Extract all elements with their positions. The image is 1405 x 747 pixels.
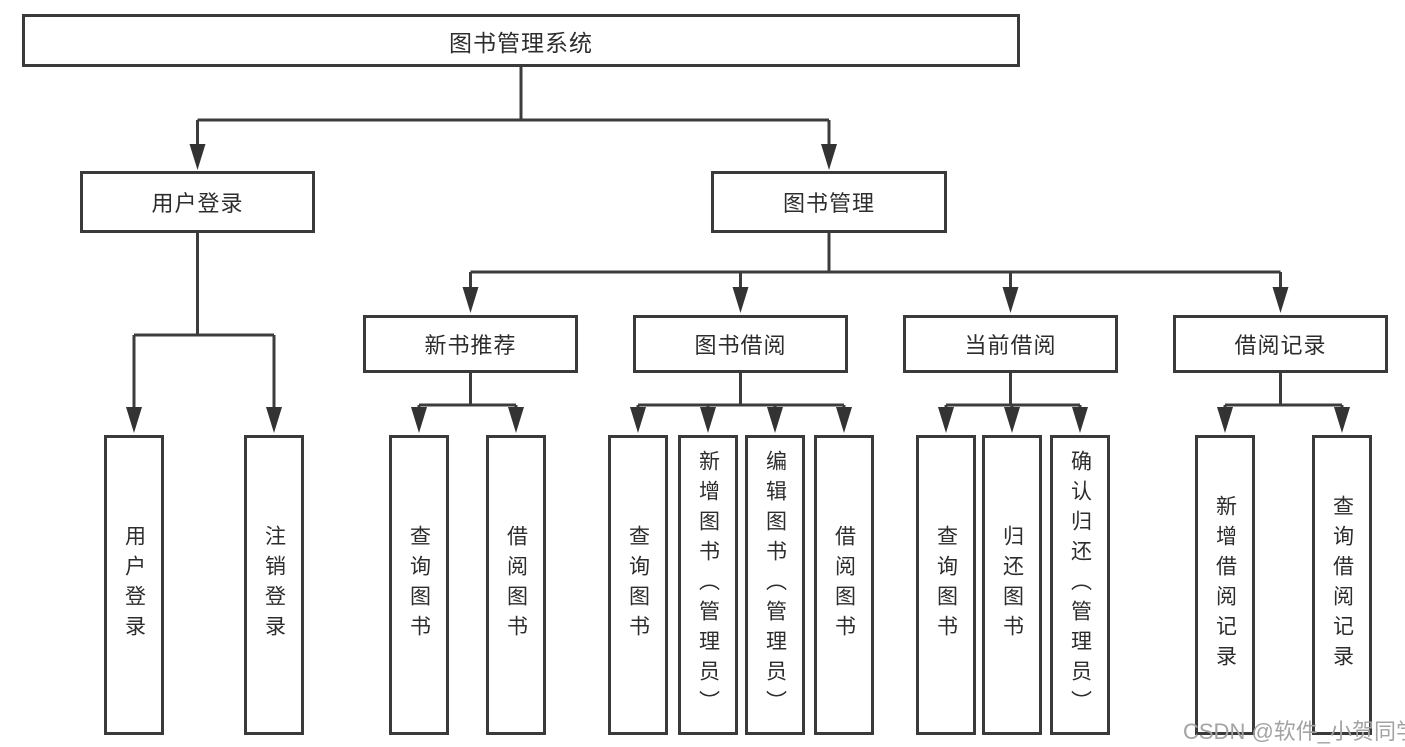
leaf-borrow-books-2: 借阅图书 [814,435,874,735]
node-label: 图书借阅 [694,333,787,358]
node-label: 图书管理系统 [449,29,593,56]
node-label: 查询图书 [934,525,958,645]
node-current-borrow: 当前借阅 [903,315,1118,373]
connector-book-borrow-tree [636,373,846,412]
node-label: 新增图书（管理员） [696,450,720,720]
leaf-query-borrow-record: 查询借阅记录 [1312,435,1372,735]
leaf-logout: 注销登录 [244,435,304,735]
leaf-confirm-return-admin: 确认归还（管理员） [1050,435,1110,735]
arrowhead-icon [126,407,142,433]
node-label: 当前借阅 [964,333,1057,358]
node-label: 新书推荐 [424,333,517,358]
arrowhead-icon [189,144,206,170]
connector-borrow-records-tree [1223,373,1344,412]
leaf-borrow-books-1: 借阅图书 [486,435,546,735]
arrowhead-icon [1002,287,1019,313]
leaf-add-books-admin: 新增图书（管理员） [678,435,738,735]
arrowhead-icon [821,144,837,170]
node-label: 用户登录 [122,525,146,645]
arrowhead-icon [462,287,479,313]
node-root-system: 图书管理系统 [22,14,1020,67]
leaf-query-books-3: 查询图书 [916,435,976,735]
node-label: 查询图书 [626,525,650,645]
arrowhead-icon [732,287,749,313]
connector-new-book-tree [417,373,518,412]
leaf-query-books-1: 查询图书 [389,435,449,735]
connector-book-management-tree [469,233,1282,290]
leaf-query-books-2: 查询图书 [608,435,668,735]
arrowhead-icon [700,407,716,433]
node-label: 图书管理 [782,191,875,216]
arrowhead-icon [836,407,852,433]
leaf-edit-books-admin: 编辑图书（管理员） [745,435,805,735]
node-label: 借阅记录 [1234,333,1327,358]
leaf-user-login: 用户登录 [104,435,164,735]
node-label: 用户登录 [151,191,244,216]
connector-current-borrow-tree [944,373,1082,412]
arrowhead-icon [1004,407,1020,433]
connector-root-tree [196,67,831,147]
arrowhead-icon [411,407,427,433]
node-label: 借阅图书 [504,525,528,645]
leaf-add-borrow-record: 新增借阅记录 [1195,435,1255,735]
node-label: 编辑图书（管理员） [763,450,787,720]
arrowhead-icon [1272,287,1289,313]
arrowhead-icon [1217,407,1233,433]
arrowhead-icon [508,407,524,433]
arrowhead-icon [1334,407,1350,433]
node-label: 确认归还（管理员） [1068,450,1092,720]
node-book-management-module: 图书管理 [711,171,947,233]
arrowhead-icon [630,407,646,433]
node-book-borrow: 图书借阅 [633,315,848,373]
arrowhead-icon [767,407,783,433]
connector-user-login-tree [132,233,276,410]
arrowhead-icon [266,407,282,433]
node-label: 借阅图书 [832,525,856,645]
node-label: 注销登录 [262,525,286,645]
node-label: 归还图书 [1000,525,1024,645]
csdn-watermark: CSDN @软件_小贺同学 [1183,719,1405,744]
leaf-return-books: 归还图书 [982,435,1042,735]
arrowhead-icon [938,407,954,433]
node-label: 查询借阅记录 [1330,495,1354,675]
node-label: 新增借阅记录 [1213,495,1237,675]
node-new-book-recommend: 新书推荐 [363,315,578,373]
node-user-login-module: 用户登录 [80,171,315,233]
arrowhead-icon [1072,407,1088,433]
node-label: 查询图书 [407,525,431,645]
node-borrow-records: 借阅记录 [1173,315,1388,373]
